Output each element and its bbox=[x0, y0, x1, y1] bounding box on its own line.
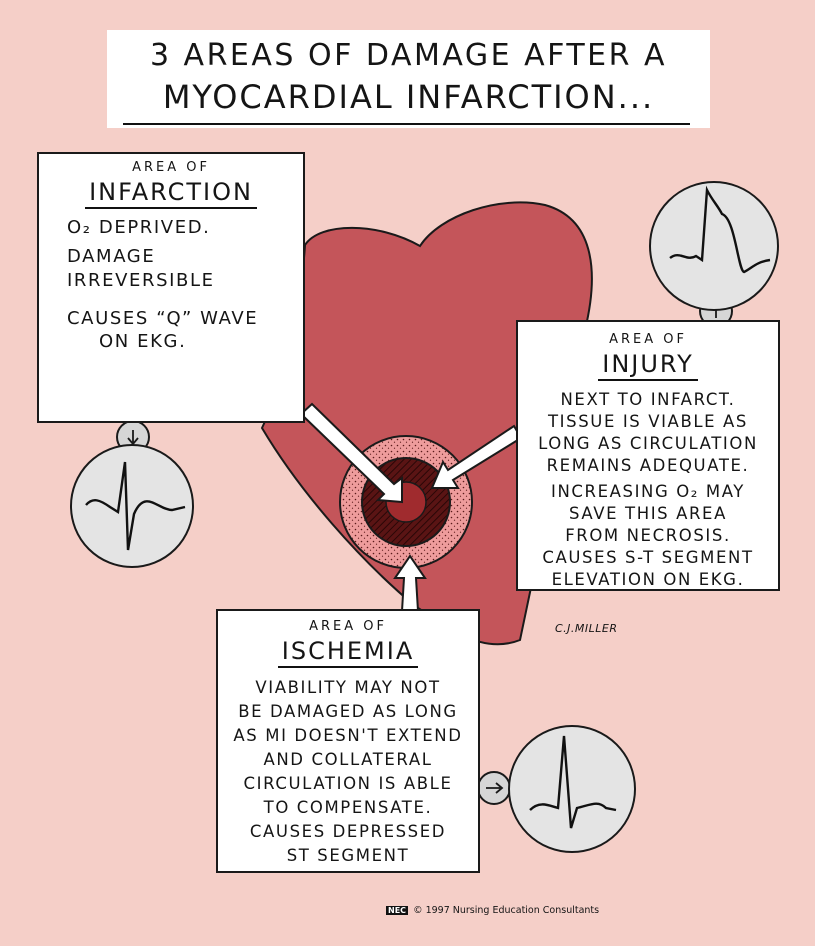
infarction-line: CAUSES “Q” WAVE bbox=[67, 308, 259, 329]
infarction-line: ON EKG. bbox=[99, 331, 187, 352]
injury-line: NEXT TO INFARCT. bbox=[560, 390, 736, 409]
arrow-infarction-pointer bbox=[299, 402, 403, 504]
arrow-right-icon bbox=[486, 782, 504, 794]
injury-line: ELEVATION ON EKG. bbox=[551, 570, 745, 589]
ischemia-caption: AREA OF bbox=[309, 619, 387, 634]
publisher-logo: NEC bbox=[386, 906, 409, 915]
ischemia-panel: AREA OF ISCHEMIA VIABILITY MAY NOT BE DA… bbox=[216, 609, 480, 873]
heart-icon bbox=[260, 201, 593, 646]
copyright-notice: NEC © 1997 Nursing Education Consultants bbox=[386, 905, 599, 916]
injury-line: TISSUE IS VIABLE AS bbox=[547, 412, 748, 431]
arrow-ischemia-pointer bbox=[393, 554, 427, 612]
arrow-down-icon bbox=[127, 430, 139, 446]
infarction-caption: AREA OF bbox=[132, 160, 210, 175]
copyright-text: © 1997 Nursing Education Consultants bbox=[413, 905, 600, 916]
title-line-2: MYOCARDIAL INFARCTION... bbox=[162, 78, 655, 116]
infarction-panel: AREA OF INFARCTION O₂ DEPRIVED. DAMAGE I… bbox=[37, 152, 305, 423]
injury-caption: AREA OF bbox=[609, 332, 687, 347]
ischemia-heading: ISCHEMIA bbox=[277, 637, 419, 668]
ischemia-line: CIRCULATION IS ABLE bbox=[243, 774, 453, 793]
infarction-line: DAMAGE bbox=[67, 246, 156, 267]
injury-line: SAVE THIS AREA bbox=[569, 504, 727, 523]
ischemia-line: ST SEGMENT bbox=[286, 846, 410, 865]
ischemia-line: AND COLLATERAL bbox=[263, 750, 433, 769]
ischemia-line: TO COMPENSATE. bbox=[263, 798, 433, 817]
pointer-arrows bbox=[299, 402, 523, 612]
injury-line: CAUSES S-T SEGMENT bbox=[542, 548, 754, 567]
title-box: 3 AREAS OF DAMAGE AFTER A MYOCARDIAL INF… bbox=[107, 30, 710, 128]
injury-heading: INJURY bbox=[598, 350, 698, 381]
injury-panel: AREA OF INJURY NEXT TO INFARCT. TISSUE I… bbox=[516, 320, 780, 591]
infarction-heading: INFARCTION bbox=[85, 178, 257, 209]
title-line-1: 3 AREAS OF DAMAGE AFTER A bbox=[149, 38, 668, 73]
ischemia-line: VIABILITY MAY NOT bbox=[255, 678, 441, 697]
infarction-line: IRREVERSIBLE bbox=[67, 270, 215, 291]
artist-credit: C.J.MILLER bbox=[555, 622, 618, 635]
infarction-line: O₂ DEPRIVED. bbox=[67, 217, 211, 238]
ischemia-line: AS MI DOESN'T EXTEND bbox=[233, 726, 463, 745]
injury-line: LONG AS CIRCULATION bbox=[538, 434, 758, 453]
title-underline bbox=[123, 123, 690, 125]
ischemia-line: BE DAMAGED AS LONG bbox=[238, 702, 458, 721]
ischemia-line: CAUSES DEPRESSED bbox=[249, 822, 447, 841]
arrow-injury-pointer bbox=[430, 424, 523, 489]
ekg-monitor-infarction bbox=[70, 420, 194, 568]
injury-line: FROM NECROSIS. bbox=[565, 526, 731, 545]
ekg-monitor-injury bbox=[649, 181, 779, 328]
injury-line: INCREASING O₂ MAY bbox=[551, 482, 745, 501]
ekg-monitor-ischemia bbox=[477, 725, 636, 853]
injury-line: REMAINS ADEQUATE. bbox=[546, 456, 750, 475]
